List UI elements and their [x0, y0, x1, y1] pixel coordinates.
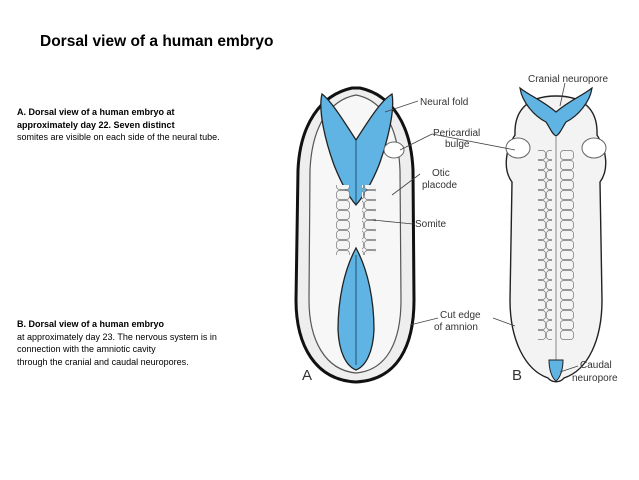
pericardial-bulge-b-left — [505, 137, 531, 159]
neural-fold-a — [320, 92, 394, 206]
pericardial-bulge-b-right — [581, 137, 607, 159]
somites-left-b — [538, 150, 552, 340]
leader-caudal-neuropore — [559, 365, 579, 373]
caption-a-line2: approximately day 22. Seven distinct — [17, 119, 175, 130]
caption-b-line3: connection with the amniotic cavity — [17, 344, 156, 354]
label-pericardial-2: bulge — [445, 139, 470, 150]
caption-b-line4: through the cranial and caudal neuropore… — [17, 356, 189, 367]
embryo-a — [294, 86, 416, 384]
page-title: Dorsal view of a human embryo — [40, 33, 274, 50]
caption-b: B. Dorsal view of a human embryo at appr… — [17, 318, 217, 368]
label-cut-edge-2: of amnion — [434, 322, 478, 333]
label-otic-2: placode — [422, 180, 457, 191]
somites-left-a — [336, 185, 350, 255]
caption-b-line1: B. Dorsal view of a human embryo — [17, 319, 165, 329]
leader-lines — [372, 82, 579, 373]
label-cut-edge-1: Cut edge — [440, 310, 481, 321]
leader-cranial-neuropore — [559, 82, 566, 107]
label-caudal-1: Caudal — [580, 360, 612, 371]
label-pericardial-1: Pericardial — [433, 128, 480, 139]
panel-label-b: B — [512, 367, 522, 384]
leader-pericardial — [399, 133, 433, 151]
caudal-neuropore-b — [548, 359, 564, 382]
label-caudal-2: neuropore — [572, 373, 618, 384]
panel-label-a: A — [302, 367, 312, 384]
leader-somite — [372, 219, 414, 225]
label-cranial-neuropore: Cranial neuropore — [528, 74, 608, 85]
leader-neural-fold — [384, 100, 419, 113]
caption-b-line2: at approximately day 23. The nervous sys… — [17, 331, 217, 342]
label-somite: Somite — [415, 219, 447, 230]
pericardial-bulge-a — [383, 141, 405, 159]
somites-right-b — [560, 150, 574, 340]
label-otic-1: Otic — [432, 168, 450, 179]
leader-cut-edge-a — [409, 317, 439, 326]
caption-a-line3: somites are visible on each side of the … — [17, 132, 220, 142]
cranial-neuropore-b — [519, 86, 593, 137]
leader-otic — [391, 173, 421, 196]
leader-pericardial-b — [431, 133, 516, 151]
label-neural-fold: Neural fold — [420, 97, 468, 108]
embryo-b — [505, 86, 607, 383]
caption-a-line1: A. Dorsal view of a human embryo at — [17, 107, 175, 117]
caption-a: A. Dorsal view of a human embryo at appr… — [17, 106, 220, 144]
leader-cut-edge-b — [492, 317, 516, 327]
somites-right-a — [362, 185, 376, 255]
